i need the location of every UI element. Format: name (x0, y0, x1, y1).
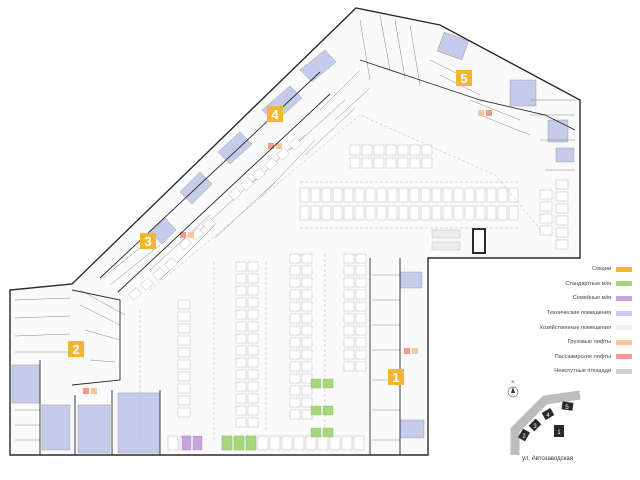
section-number: 4 (271, 107, 279, 122)
legend-label: Стандартные м/м (565, 280, 611, 287)
section-number: 1 (392, 370, 399, 385)
stall-rows-upper (299, 144, 569, 250)
legend-item: Хозяйственные помещения (482, 320, 632, 335)
legend-item: Неиспутные площади (482, 364, 632, 379)
legend-swatch (616, 295, 632, 301)
outer-walls (9, 7, 581, 456)
section-number: 5 (460, 71, 467, 86)
legend-label: Хозяйственные помещения (539, 324, 611, 331)
minimap-label-3: 3 (533, 424, 537, 430)
inner-walls (39, 59, 576, 455)
minimap: 5 4 3 2 1 (510, 390, 581, 455)
stall-column-b (289, 253, 313, 420)
legend-swatch (616, 266, 632, 272)
section-marker-2[interactable]: 2 (68, 341, 84, 357)
compass-north-label: N (512, 379, 515, 384)
section-number: 2 (72, 342, 79, 357)
parking-stalls (128, 137, 569, 451)
legend-label: Грузовые лифты (567, 339, 611, 346)
section-number: 3 (144, 234, 151, 249)
legend-item: Грузовые лифты (482, 335, 632, 350)
legend-item: Стандартные м/м (482, 277, 632, 292)
family-spaces (181, 435, 203, 451)
legend-label: Семейные м/м (572, 295, 611, 302)
section-marker-1[interactable]: 1 (388, 369, 404, 385)
compass-icon: N (507, 379, 519, 398)
legend-swatch (616, 354, 632, 360)
legend-item: Пассажирские лифты (482, 350, 632, 365)
legend-swatch (616, 339, 632, 345)
minimap-label-5: 5 (565, 405, 569, 411)
street-label: ул. Автозаводская (522, 456, 573, 462)
stall-column-c (343, 253, 367, 372)
legend-item: Семейные м/м (482, 291, 632, 306)
legend-item: Технические помещения (482, 306, 632, 321)
freight-lifts (91, 110, 484, 394)
passenger-lifts (83, 110, 492, 394)
legend-swatch (616, 368, 632, 374)
minimap-label-4: 4 (546, 413, 550, 419)
minimap-label-1: 1 (557, 430, 561, 436)
technical-rooms (11, 31, 575, 454)
standard-spaces (221, 378, 334, 451)
legend-swatch (616, 325, 632, 331)
section-marker-5[interactable]: 5 (456, 70, 472, 86)
room-partitions (14, 14, 575, 441)
entry-ramp (431, 228, 486, 254)
stall-column-left (177, 299, 191, 418)
legend-item: Секции (482, 262, 632, 277)
section-marker-3[interactable]: 3 (140, 233, 156, 249)
minimap-label-2: 2 (522, 434, 526, 440)
legend-swatch (616, 310, 632, 316)
legend-label: Пассажирские лифты (554, 353, 611, 360)
legend-swatch (616, 281, 632, 287)
building-floor (10, 8, 580, 455)
legend-label: Технические помещения (546, 310, 611, 317)
driving-lanes (139, 114, 546, 440)
legend-label: Секции (591, 266, 611, 273)
legend-label: Неиспутные площади (554, 368, 611, 375)
stall-column-a (235, 261, 259, 428)
section-marker-4[interactable]: 4 (267, 106, 283, 122)
